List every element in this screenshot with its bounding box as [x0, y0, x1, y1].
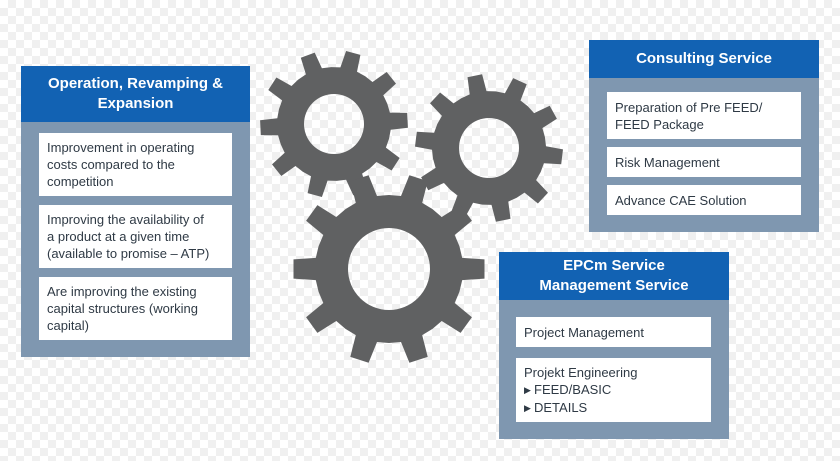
epcm-bullet-feed-basic: ▶FEED/BASIC — [524, 381, 612, 397]
epcm-panel: EPCm Service Management Service Project … — [499, 252, 729, 439]
consulting-panel-title: Consulting Service — [589, 40, 819, 78]
gear-icon — [293, 175, 485, 363]
epcm-item-project-management: Project Management — [516, 317, 711, 347]
consulting-item-pre-feed: Preparation of Pre FEED/ FEED Package — [607, 92, 801, 139]
operation-item-operating-costs: Improvement in operating costs compared … — [39, 133, 232, 196]
epcm-item-projekt-engineering: Projekt Engineering ▶FEED/BASIC ▶DETAILS — [516, 358, 711, 422]
epcm-panel-title: EPCm Service Management Service — [499, 252, 729, 300]
consulting-item-advance-cae: Advance CAE Solution — [607, 185, 801, 215]
gear-icon — [260, 51, 408, 197]
epcm-bullet-details: ▶DETAILS — [524, 399, 588, 415]
operation-panel-title: Operation, Revamping & Expansion — [21, 66, 250, 122]
consulting-item-risk-management: Risk Management — [607, 147, 801, 177]
operation-panel: Operation, Revamping & Expansion Improve… — [21, 66, 250, 357]
gear-icon — [415, 74, 563, 222]
operation-item-availability: Improving the availability of a product … — [39, 205, 232, 268]
triangle-right-icon: ▶ — [524, 402, 531, 413]
triangle-right-icon: ▶ — [524, 384, 531, 395]
consulting-panel: Consulting Service Preparation of Pre FE… — [589, 40, 819, 232]
operation-item-capital-structures: Are improving the existing capital struc… — [39, 277, 232, 340]
